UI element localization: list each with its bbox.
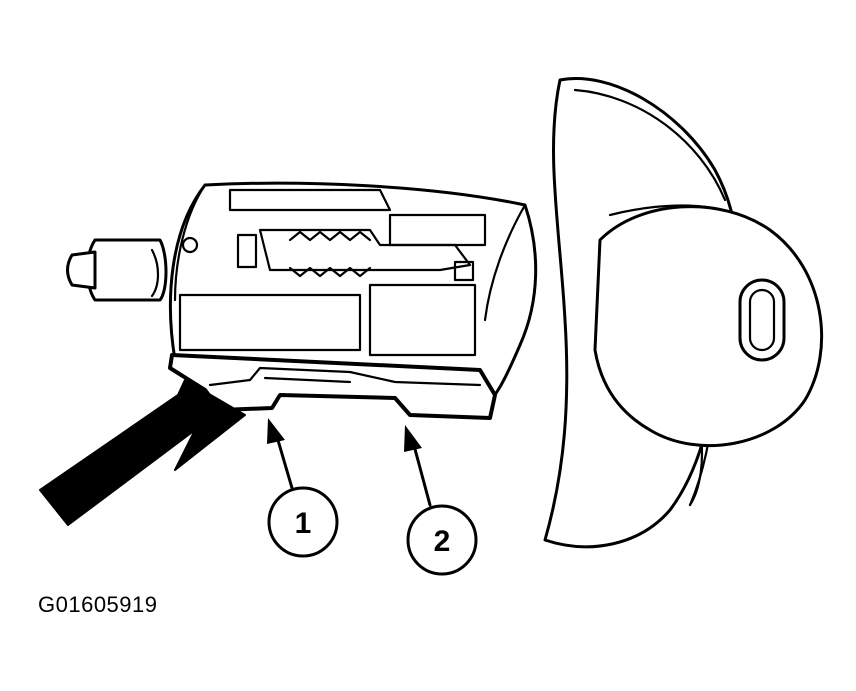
figure-id-label: G01605919 — [38, 592, 158, 617]
key-grip — [593, 204, 823, 448]
callout-1: 1 — [267, 486, 339, 558]
retaining-pin-housing — [168, 353, 497, 420]
lock-cylinder-body — [168, 181, 538, 412]
cylinder-shaft — [66, 238, 168, 302]
direction-arrow-icon — [39, 379, 246, 526]
callout-leader-2 — [404, 425, 432, 507]
callout-2-number: 2 — [434, 525, 451, 558]
callout-1-number: 1 — [295, 507, 312, 540]
callout-2: 2 — [406, 504, 478, 576]
callout-leader-1 — [267, 418, 294, 490]
